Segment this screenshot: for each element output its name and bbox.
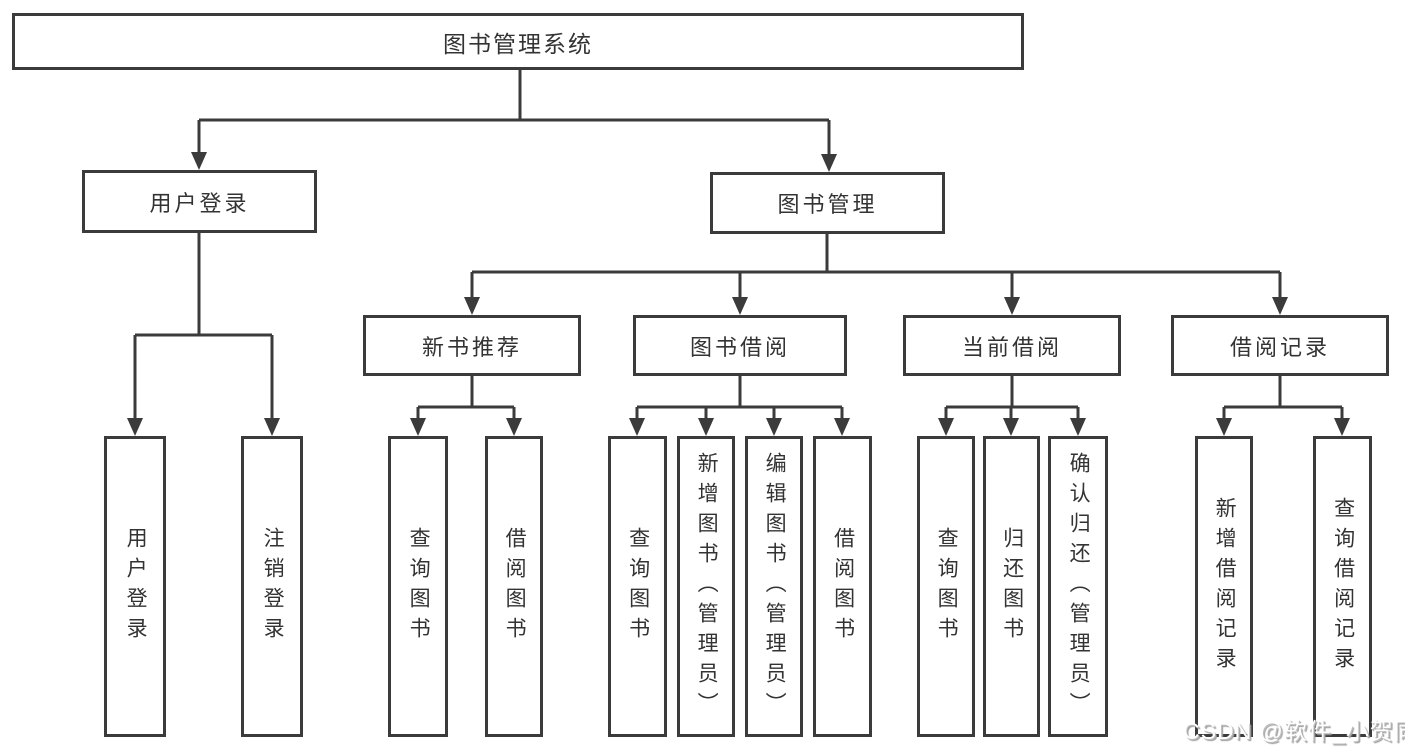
leaf-bb-edit-books-admin: 编辑图书（管理员） (745, 436, 803, 737)
leaf-br-query-record: 查询借阅记录 (1313, 436, 1372, 737)
leaf-br-add-record: 新增借阅记录 (1195, 436, 1253, 737)
leaf-cb-query-books: 查询图书 (917, 436, 975, 737)
tree-edges (133, 70, 1344, 419)
node-book-management: 图书管理 (710, 172, 945, 234)
node-new-book-recommend: 新书推荐 (363, 315, 581, 376)
leaf-bb-borrow-books: 借阅图书 (813, 436, 872, 737)
node-library-management-system: 图书管理系统 (12, 13, 1024, 70)
leaf-user-login: 用户登录 (104, 436, 166, 737)
node-user-login: 用户登录 (82, 170, 317, 233)
leaf-logout: 注销登录 (241, 436, 303, 737)
node-borrowing-records: 借阅记录 (1171, 315, 1389, 376)
node-book-borrowing: 图书借阅 (633, 315, 847, 376)
leaf-nbr-borrow-books: 借阅图书 (485, 436, 543, 737)
csdn-watermark: CSDN @软件_小贺同学 (1183, 718, 1405, 744)
leaf-cb-confirm-return-admin: 确认归还（管理员） (1048, 436, 1108, 737)
leaf-nbr-query-books: 查询图书 (388, 436, 448, 737)
leaf-cb-return-books: 归还图书 (983, 436, 1040, 737)
arrowheads (127, 152, 1350, 436)
node-current-borrowing: 当前借阅 (903, 315, 1121, 376)
leaf-bb-add-books-admin: 新增图书（管理员） (677, 436, 735, 737)
leaf-bb-query-books: 查询图书 (608, 436, 667, 737)
